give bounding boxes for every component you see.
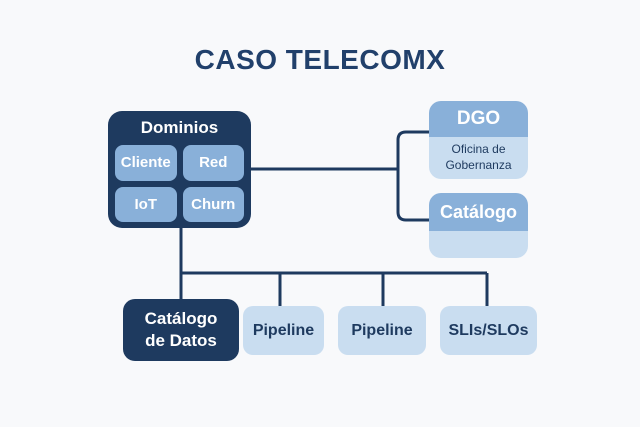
node-slis-slos: SLIs/SLOs [440,306,537,355]
node-dominios: Dominios Cliente Red IoT Churn [108,111,251,228]
node-catalogo-de-datos: Catálogo de Datos [123,299,239,361]
domain-cell-red: Red [182,145,244,181]
catalogo-body [429,231,528,258]
dominios-label: Dominios [140,118,219,137]
line-bracket [396,130,429,222]
node-pipeline-1: Pipeline [243,306,324,355]
domain-cell-cliente: Cliente [115,145,177,181]
page-title: CASO TELECOMX [194,44,446,75]
dgo-header-label: DGO [429,101,528,137]
node-catalogo: Catálogo [429,193,528,258]
dgo-body-label: Oficina de Gobernanza [429,137,528,179]
domain-cell-iot: IoT [115,186,177,222]
domain-cell-churn: Churn [182,186,244,222]
node-dgo: DGO Oficina de Gobernanza [429,101,528,179]
catalogo-header-label: Catálogo [429,193,528,231]
node-pipeline-2: Pipeline [338,306,426,355]
dominios-grid: Cliente Red IoT Churn [108,145,251,228]
